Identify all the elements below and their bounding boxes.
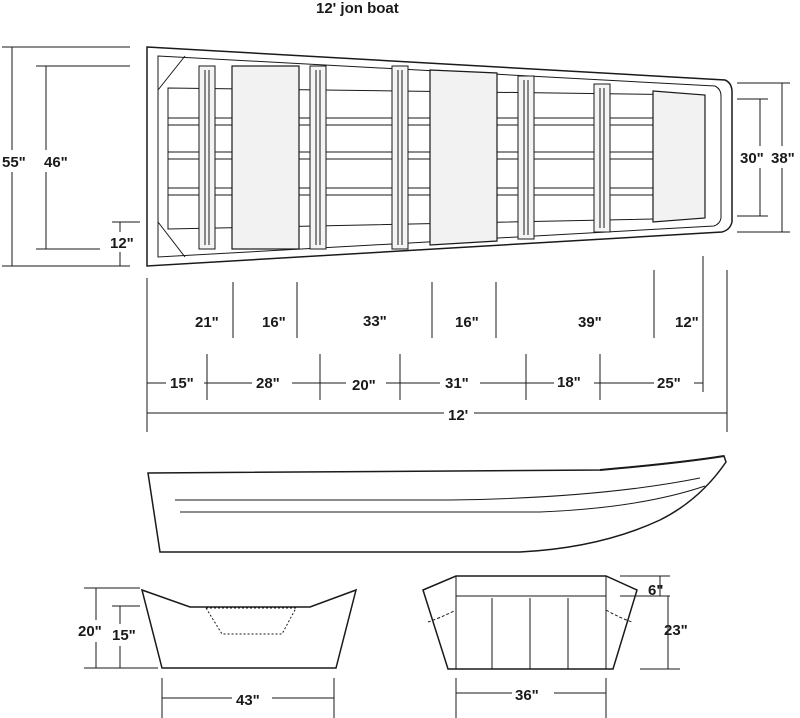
corner-brace-bottom xyxy=(157,221,186,258)
transom-cutout xyxy=(205,607,297,635)
dim-21: 21" xyxy=(195,314,219,331)
transom-view xyxy=(84,587,358,718)
transom-height-inner: 15" xyxy=(112,627,136,644)
side-chine-line-2 xyxy=(180,485,706,513)
dim-16a: 16" xyxy=(262,314,286,331)
rib-2 xyxy=(309,65,327,250)
overall-width-label: 55" xyxy=(2,154,26,171)
bow-curve-right xyxy=(605,609,633,623)
bow-bottom-width: 36" xyxy=(515,687,539,704)
bow-panel xyxy=(455,575,607,670)
transom-height-outer: 20" xyxy=(78,623,102,640)
bow-curve-left xyxy=(427,609,457,623)
dim-28: 28" xyxy=(256,375,280,392)
end-offset-label: 12" xyxy=(110,235,134,252)
corner-brace-top xyxy=(157,55,186,91)
bow-top-height: 6" xyxy=(648,582,663,599)
side-chine-line-1 xyxy=(175,477,701,501)
diagram-title: 12' jon boat xyxy=(316,0,399,17)
dim-20: 20" xyxy=(352,377,376,394)
dim-15: 15" xyxy=(170,375,194,392)
dim-39: 39" xyxy=(578,314,602,331)
gunwale-inner xyxy=(157,55,722,258)
rear-seat xyxy=(231,65,300,250)
length-dimensions xyxy=(146,256,728,432)
dim-33: 33" xyxy=(363,313,387,330)
dim-18: 18" xyxy=(557,374,581,391)
inner-width-label: 46" xyxy=(44,154,68,171)
rib-3 xyxy=(391,65,409,250)
middle-seat xyxy=(429,69,498,246)
transom-outline xyxy=(140,588,358,669)
rib-5 xyxy=(593,83,611,233)
diagram-title-bar: 12' jon boat xyxy=(0,0,800,20)
bow-view xyxy=(422,575,680,718)
transom-outer-label: 38" xyxy=(771,150,795,167)
side-hull-outline xyxy=(147,455,727,553)
dim-31: 31" xyxy=(445,375,469,392)
top-view xyxy=(146,46,733,267)
dim-16b: 16" xyxy=(455,314,479,331)
side-view xyxy=(147,455,727,553)
dim-12: 12" xyxy=(675,314,699,331)
side-gunwale xyxy=(599,455,725,471)
ribs xyxy=(198,65,611,250)
transom-bottom-width: 43" xyxy=(236,692,260,709)
bow-height: 23" xyxy=(664,622,688,639)
overall-length-label: 12' xyxy=(448,407,468,424)
bow-deck xyxy=(652,90,706,223)
rib-1 xyxy=(198,65,216,250)
rib-4 xyxy=(517,75,535,240)
transom-inner-label: 30" xyxy=(740,150,764,167)
dim-25: 25" xyxy=(657,375,681,392)
